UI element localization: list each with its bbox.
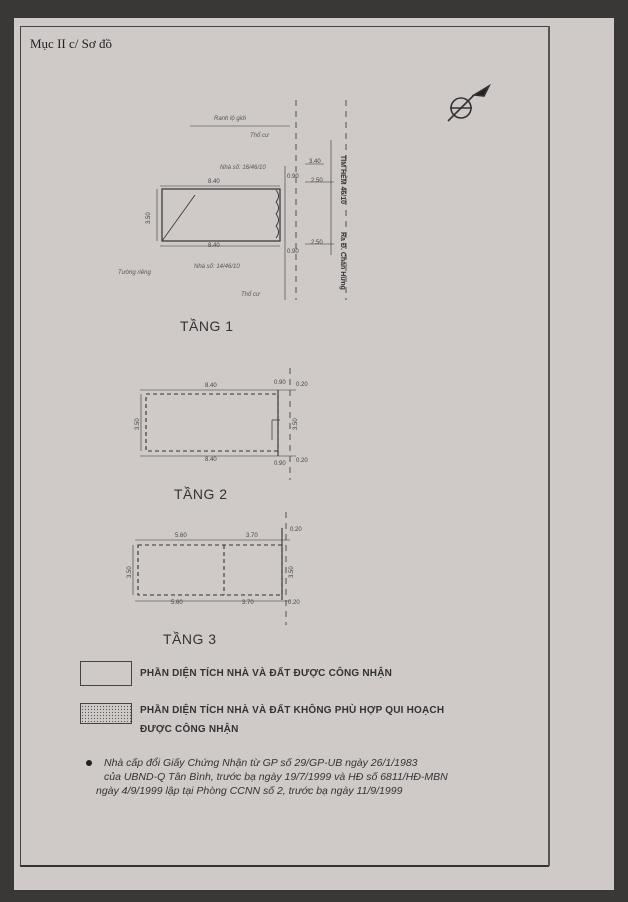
floor1-plan [156,100,347,300]
floor2-dim-top: 8.40 [205,383,217,389]
legend-box-recognized [80,661,132,686]
floor3-dim-top-left: 5.60 [175,533,187,539]
document-paper [14,18,614,890]
floor3-plan [132,512,290,625]
floor1-label: TẦNG 1 [180,318,234,334]
street-label-2: Ra Đ. Chấn Hưng [339,232,346,290]
floor1-dim-bottom: 8.40 [208,243,220,249]
floor3-dim-right: 3.50 [289,566,295,578]
floor2-dim-0-20-top: 0.20 [296,382,308,388]
frame-right-edge [548,26,550,866]
ranh-gioi-label: Ranh lộ giới [214,116,246,122]
floor3-label: TẦNG 3 [163,631,217,647]
note-bullet [86,760,92,766]
floor2-dim-bottom: 8.40 [205,457,217,463]
legend-text-not-conforming-2: ĐƯỢC CÔNG NHẬN [140,724,239,735]
floor1-dim-2-50-bottom: 2.50 [311,240,323,246]
legend-box-not-conforming [80,703,132,724]
note-line-1: Nhà cấp đổi Giấy Chứng Nhận từ GP số 29/… [104,757,418,769]
legend-text-recognized: PHẦN DIỆN TÍCH NHÀ VÀ ĐẤT ĐƯỢC CÔNG NHẬN [140,668,393,679]
north-arrow-icon [447,83,491,122]
nha-so-bottom-label: Nhà số: 14/46/10 [194,264,240,270]
floor1-dim-2-50-top: 2.50 [311,178,323,184]
nha-so-top-label: Nhà số: 16/46/10 [220,165,266,171]
floor2-dim-left: 3.50 [135,418,141,430]
floor1-dim-3-40: 3.40 [309,159,321,165]
floor1-dim-top: 8.40 [208,179,220,185]
tuong-rieng-label: Tường riêng [118,270,151,276]
certificate-note: Nhà cấp đổi Giấy Chứng Nhận từ GP số 29/… [96,756,544,798]
note-line-3: ngày 4/9/1999 lập tại Phòng CCNN số 2, t… [96,785,403,797]
floor2-dim-0-90-bottom: 0.90 [274,461,286,467]
floor2-dim-0-20-bottom: 0.20 [296,458,308,464]
floor3-dim-bottom-left: 5.60 [171,600,183,606]
floor2-dim-right: 3.50 [293,418,299,430]
legend-text-not-conforming-1: PHẦN DIỆN TÍCH NHÀ VÀ ĐẤT KHÔNG PHÙ HỢP … [140,705,445,716]
tho-cu-top-label: Thổ cư [250,133,269,139]
floor1-dim-0-90-bottom: 0.90 [287,249,299,255]
floor1-dim-0-90-top: 0.90 [287,174,299,180]
floor3-dim-0-20-bottom: 0.20 [288,600,300,606]
tho-cu-bottom-label: Thổ cư [241,292,260,298]
floor3-dim-0-20-top: 0.20 [290,527,302,533]
section-title: Mục II c/ Sơ đồ [30,36,112,51]
street-label-1: TIM HẺM 46/10 [339,155,346,205]
floor1-dim-left: 3.50 [146,212,152,224]
floor2-label: TẦNG 2 [174,486,228,502]
floor2-dim-0-90-top: 0.90 [274,380,286,386]
floor3-dim-left: 3.50 [127,566,133,578]
floor2-plan [140,368,296,480]
note-line-2: của UBND-Q Tân Bình, trước bạ ngày 19/7/… [104,771,448,783]
floor3-dim-top-right: 3.70 [246,533,258,539]
floor3-dim-bottom-right: 3.70 [242,600,254,606]
document-frame [20,26,549,867]
